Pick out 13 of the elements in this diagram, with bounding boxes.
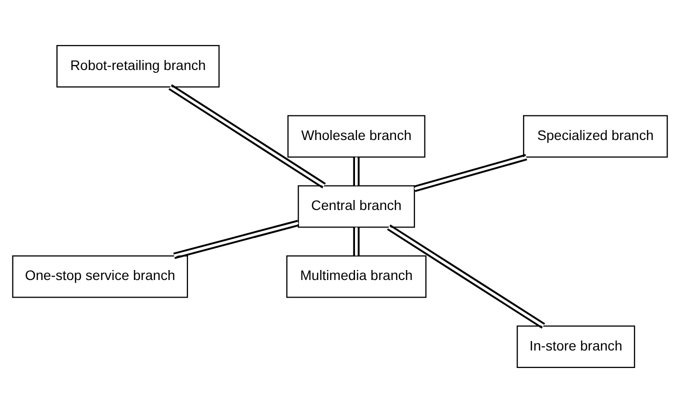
connector [353, 226, 360, 256]
connector [387, 224, 546, 328]
connector [353, 156, 360, 186]
node-box: Multimedia branch [286, 254, 426, 298]
node-box: In-store branch [516, 324, 636, 368]
connector [168, 84, 326, 188]
node-box: Specialized branch [523, 114, 668, 158]
node-box: One-stop service branch [12, 254, 188, 298]
connector [414, 154, 528, 192]
node-box: Wholesale branch [287, 114, 426, 158]
node-box: Robot-retailing branch [56, 44, 220, 88]
node-box: Central branch [298, 184, 415, 228]
connector [173, 219, 300, 258]
